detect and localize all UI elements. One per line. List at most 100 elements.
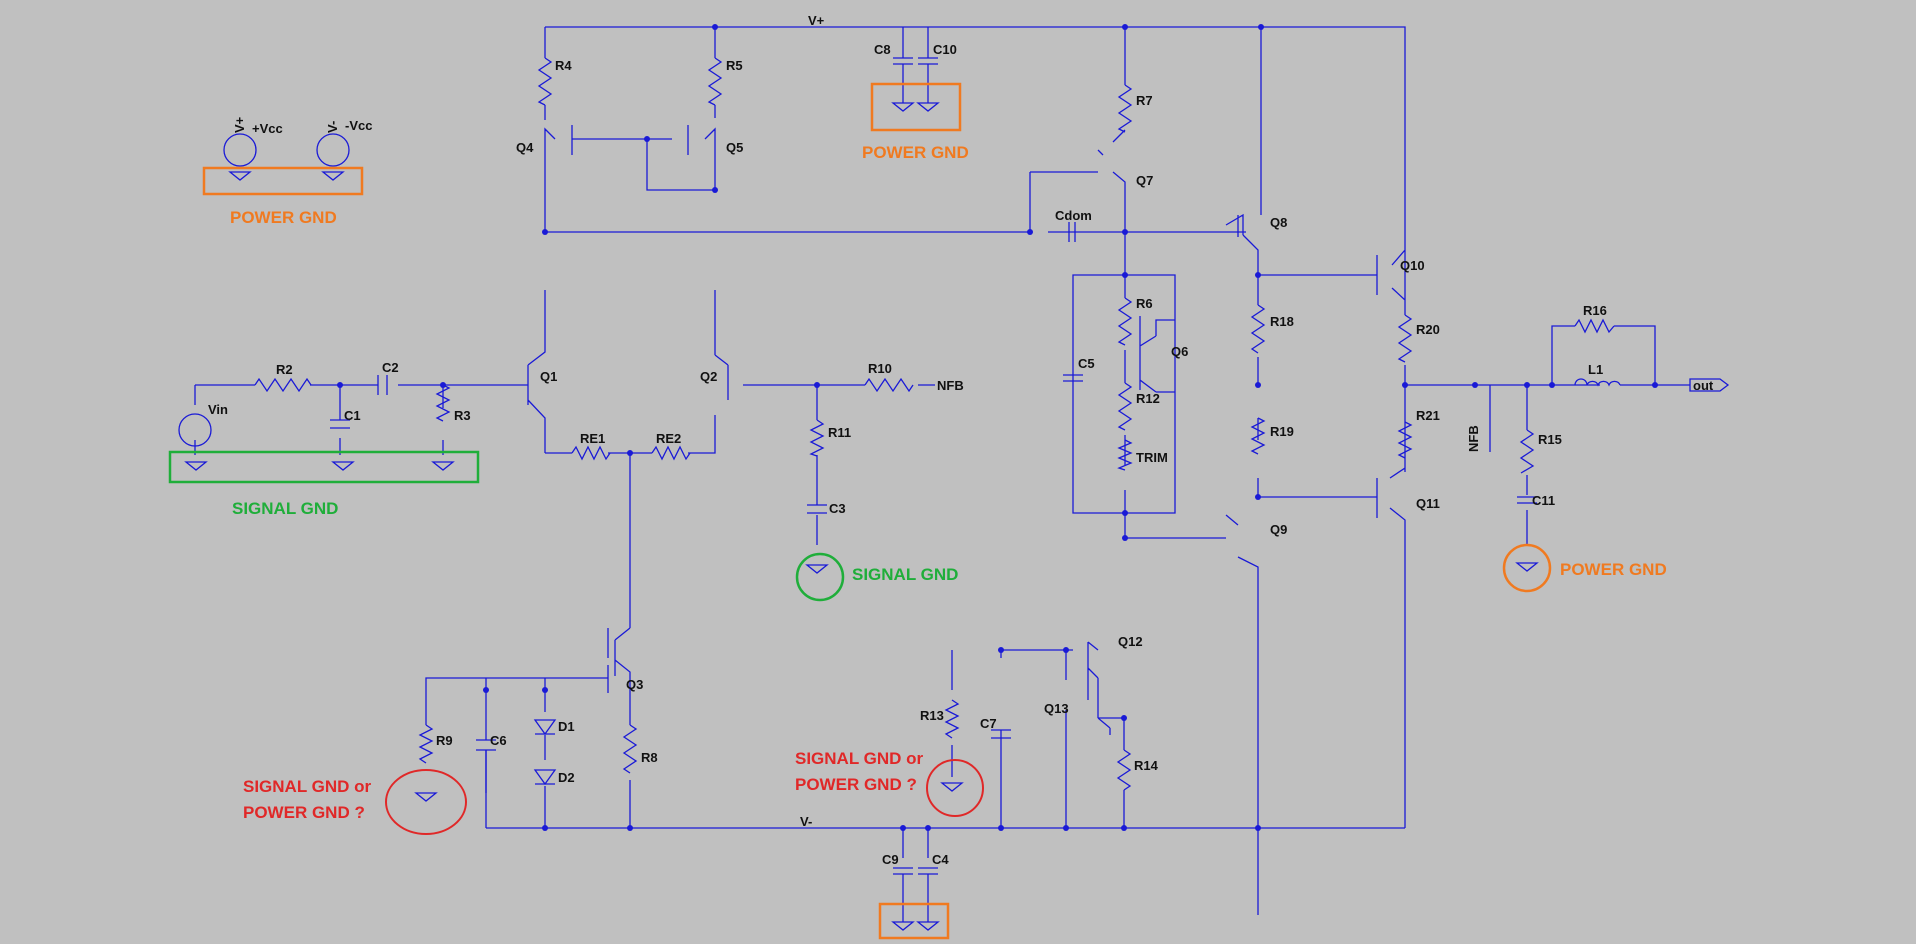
label-q5: Q5 [726,140,743,155]
label-c9: C9 [882,852,899,867]
capacitor-c7-icon [991,729,1011,739]
resistor-re1-icon [571,445,611,461]
power-gnd-circle-right [1502,543,1552,593]
capacitor-c2-icon [377,375,388,395]
ground-icon [414,792,438,802]
resistor-r18-icon [1250,304,1266,354]
question-circle-mid [926,759,984,817]
ground-icon [805,564,829,574]
note-signal-gnd-mid: SIGNAL GND [852,565,958,584]
label-q7: Q7 [1136,173,1153,188]
ground-icon [940,782,964,792]
resistor-r10-icon [864,377,914,393]
power-gnd-box-bottom [878,902,950,940]
ground-icon [431,461,455,471]
label-r5: R5 [726,58,743,73]
label-l1: L1 [1588,362,1603,377]
label-re1: RE1 [580,431,605,446]
label-c4: C4 [932,852,949,867]
label-r4: R4 [555,58,572,73]
source-vcc-neg-icon [316,133,350,167]
label-r2: R2 [276,362,293,377]
label-r11: R11 [828,425,851,440]
resistor-r20-icon [1397,314,1413,363]
label-q6: Q6 [1171,344,1188,359]
ground-icon [891,921,915,931]
label-d2: D2 [558,770,575,785]
label-q13: Q13 [1044,701,1069,716]
label-c1: C1 [344,408,361,423]
net-label-out: out [1693,378,1714,393]
label-r13: R13 [920,708,944,723]
source-label-vcc-pos: +Vcc [252,121,283,136]
resistor-r3-icon [435,384,451,422]
label-r21: R21 [1416,408,1440,423]
label-q10: Q10 [1400,258,1425,273]
source-label-vcc-neg: -Vcc [345,118,372,133]
ground-icon [331,461,355,471]
diode-d1-icon [533,719,557,736]
resistor-r19-icon [1250,417,1266,455]
resistor-r16-icon [1574,318,1615,334]
label-re2: RE2 [656,431,681,446]
inductor-l1-icon [1574,378,1621,387]
note-signal-gnd-left: SIGNAL GND [232,499,338,518]
output-port-icon [1689,378,1730,392]
source-label-vin: Vin [208,402,228,417]
label-q1: Q1 [540,369,557,384]
note-question-left-1: SIGNAL GND or [243,777,372,796]
label-r6: R6 [1136,296,1153,311]
capacitor-c10-icon [918,50,938,103]
ground-symbols [184,102,1539,931]
signal-gnd-box-left [168,450,480,484]
source-vin-icon [178,413,212,447]
label-q3: Q3 [626,677,643,692]
resistor-trim-icon [1117,439,1133,471]
signal-gnd-circle-mid [795,552,845,602]
resistor-r13-icon [944,699,960,739]
label-q4: Q4 [516,140,534,155]
label-r7: R7 [1136,93,1153,108]
note-power-gnd-right: POWER GND [1560,560,1667,579]
source-tag-vcc-neg: V- [325,121,340,133]
resistor-r5-icon [707,57,723,106]
capacitor-c11-icon [1517,496,1537,504]
label-q2: Q2 [700,369,717,384]
capacitor-cdom-icon [1068,222,1076,242]
capacitor-c9-icon [893,867,913,922]
label-r18: R18 [1270,314,1294,329]
label-r19: R19 [1270,424,1294,439]
capacitor-c1-icon [330,419,350,429]
label-trim: TRIM [1136,450,1168,465]
resistor-r6-icon [1117,297,1133,346]
label-cdom: Cdom [1055,208,1092,223]
ground-icon [228,171,252,181]
note-question-left-2: POWER GND ? [243,803,365,822]
label-c6: C6 [490,733,507,748]
junctions [337,24,1658,831]
ground-icon [321,171,345,181]
net-label-vplus: V+ [808,13,825,28]
component-symbols [178,50,1730,922]
label-r20: R20 [1416,322,1440,337]
label-r16: R16 [1583,303,1607,318]
label-r9: R9 [436,733,453,748]
diode-d2-icon [533,769,557,786]
capacitor-c6-icon [476,739,496,793]
label-c7: C7 [980,716,997,731]
resistor-r21-icon [1397,421,1413,459]
net-label-vminus: V- [800,814,812,829]
label-c3: C3 [829,501,846,516]
label-c5: C5 [1078,356,1095,371]
resistor-r15-icon [1519,429,1535,474]
capacitor-c8-icon [893,50,913,103]
annotation-shapes [168,82,1552,940]
resistor-r4-icon [537,57,553,106]
label-r3: R3 [454,408,471,423]
ground-icon [891,102,915,112]
source-vcc-pos-icon [223,133,257,167]
labels: V+ V- NFB NFB out +Vcc V+ -Vcc V- Vin R2… [208,13,1714,867]
resistor-r2-icon [254,377,312,393]
label-c8: C8 [874,42,891,57]
net-label-nfb: NFB [937,378,964,393]
